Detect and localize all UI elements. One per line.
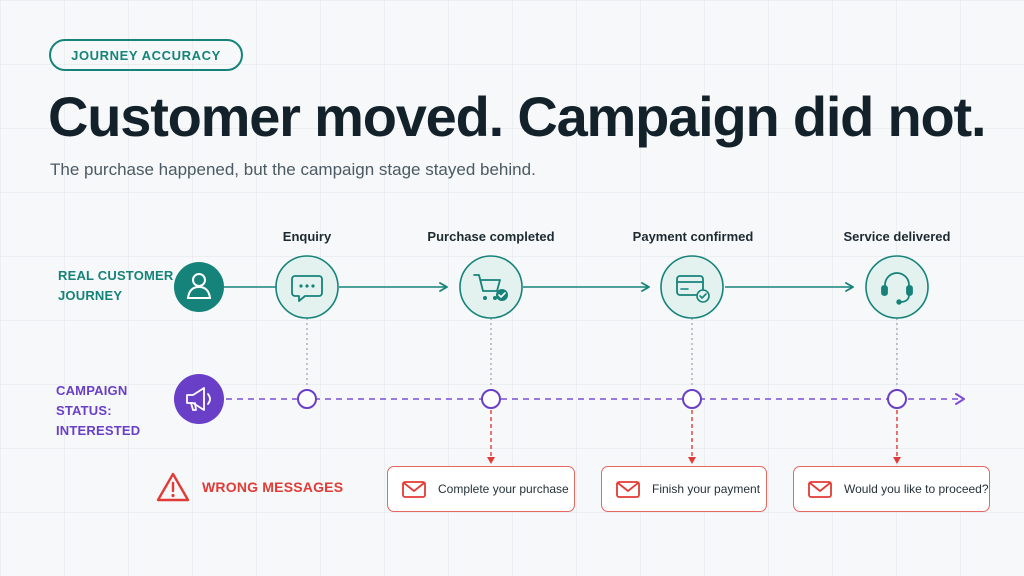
red-arrowheads [487,457,901,464]
campaign-node-4 [887,389,907,409]
megaphone-icon [186,387,211,411]
wrong-message-card-3: Would you like to proceed? [793,466,990,512]
stage-node-purchase [459,255,523,319]
wrong-message-text: Complete your purchase [438,482,569,496]
headset-icon [881,272,913,305]
wrong-messages-header: WRONG MESSAGES [156,472,343,502]
wrong-message-text: Finish your payment [652,482,761,496]
campaign-node-2 [481,389,501,409]
envelope-icon [616,480,640,498]
customer-avatar [174,262,224,312]
page-subtitle: The purchase happened, but the campaign … [50,160,536,179]
wrong-message-card-1: Complete your purchase [387,466,575,512]
wrong-message-card-2: Finish your payment [601,466,767,512]
campaign-node-3 [682,389,702,409]
card-check-icon [676,275,710,303]
chat-bubble-icon [291,275,323,302]
page-title: Customer moved. Campaign did not. [48,85,987,148]
stage-label-enquiry: Enquiry [282,229,332,244]
badge-label: JOURNEY ACCURACY [71,47,221,63]
wrong-message-arrows [490,410,898,458]
warning-icon [156,472,190,502]
cart-check-icon [473,274,508,301]
stage-label-service: Service delivered [843,229,951,244]
stage-node-payment [660,255,724,319]
user-icon [186,273,212,299]
campaign-avatar [174,374,224,424]
stage-node-enquiry [275,255,339,319]
campaign-nodes [297,389,907,409]
campaign-status-label: CAMPAIGN STATUS: INTERESTED [56,383,141,438]
envelope-icon [402,480,426,498]
campaign-node-1 [297,389,317,409]
wrong-message-text: Would you like to proceed? [844,482,989,496]
stage-node-service [865,255,929,319]
stage-label-purchase: Purchase completed [427,229,555,244]
real-journey-label: REAL CUSTOMER JOURNEY [58,268,174,303]
stage-label-payment: Payment confirmed [632,229,754,244]
stage-connectors [306,318,898,388]
envelope-icon [808,480,832,498]
journey-accuracy-badge: JOURNEY ACCURACY [49,39,243,71]
wrong-messages-label: WRONG MESSAGES [202,479,344,495]
